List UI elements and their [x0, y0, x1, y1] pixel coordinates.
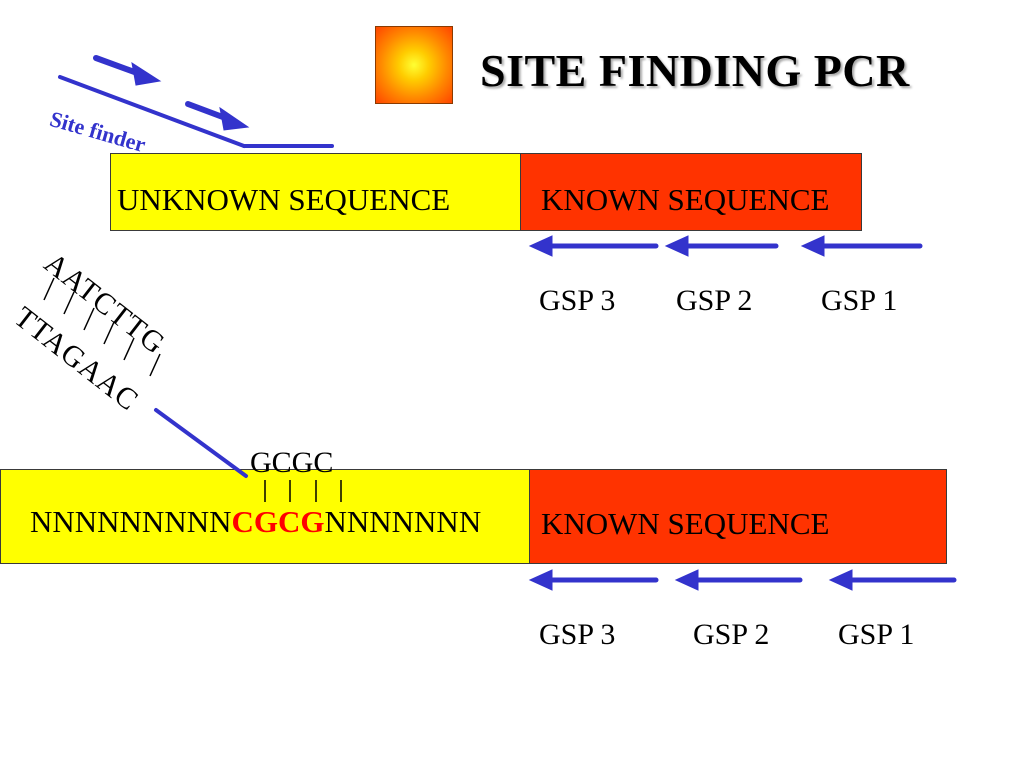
known-sequence-label-bottom: KNOWN SEQUENCE	[541, 506, 830, 541]
title-decoration-square	[375, 26, 453, 104]
gsp1-arrow-bottom	[828, 569, 957, 591]
gsp3-label-top: GSP 3	[539, 284, 616, 317]
gsp2-label-top: GSP 2	[676, 284, 753, 317]
unknown-sequence-region: UNKNOWN SEQUENCE	[110, 153, 521, 231]
oligo-connector-line	[154, 408, 248, 478]
gsp2-arrow-bottom	[674, 569, 803, 591]
oligo-pairing-ticks	[43, 277, 161, 377]
site-finder-primer-line	[58, 75, 246, 148]
site-finder-arrow-2	[185, 101, 250, 131]
gsp3-label-bottom: GSP 3	[539, 618, 616, 651]
sequence-prefix: NNNNNNNNN	[30, 504, 232, 539]
motif-pairing-ticks	[264, 480, 342, 502]
page-title: SITE FINDING PCR	[480, 45, 910, 96]
gsp3-arrow-bottom	[528, 569, 659, 591]
gsp1-label-bottom: GSP 1	[838, 618, 915, 651]
site-finder-arrow-1	[93, 55, 162, 86]
unknown-sequence-label: UNKNOWN SEQUENCE	[117, 182, 451, 217]
known-sequence-region-top: KNOWN SEQUENCE	[520, 153, 862, 231]
gsp2-label-bottom: GSP 2	[693, 618, 770, 651]
sequence-line: NNNNNNNNNCGCGNNNNNNN	[30, 506, 481, 537]
known-sequence-label-top: KNOWN SEQUENCE	[541, 182, 830, 217]
sequence-suffix: NNNNNNN	[324, 504, 482, 539]
gsp1-label-top: GSP 1	[821, 284, 898, 317]
gsp2-arrow-top	[664, 235, 779, 257]
gsp1-arrow-top	[800, 235, 923, 257]
motif-complement-label: GCGC	[250, 446, 334, 479]
sequence-motif-highlight: CGCG	[231, 504, 325, 539]
gsp3-arrow-top	[528, 235, 659, 257]
known-sequence-region-bottom: KNOWN SEQUENCE	[529, 469, 947, 564]
